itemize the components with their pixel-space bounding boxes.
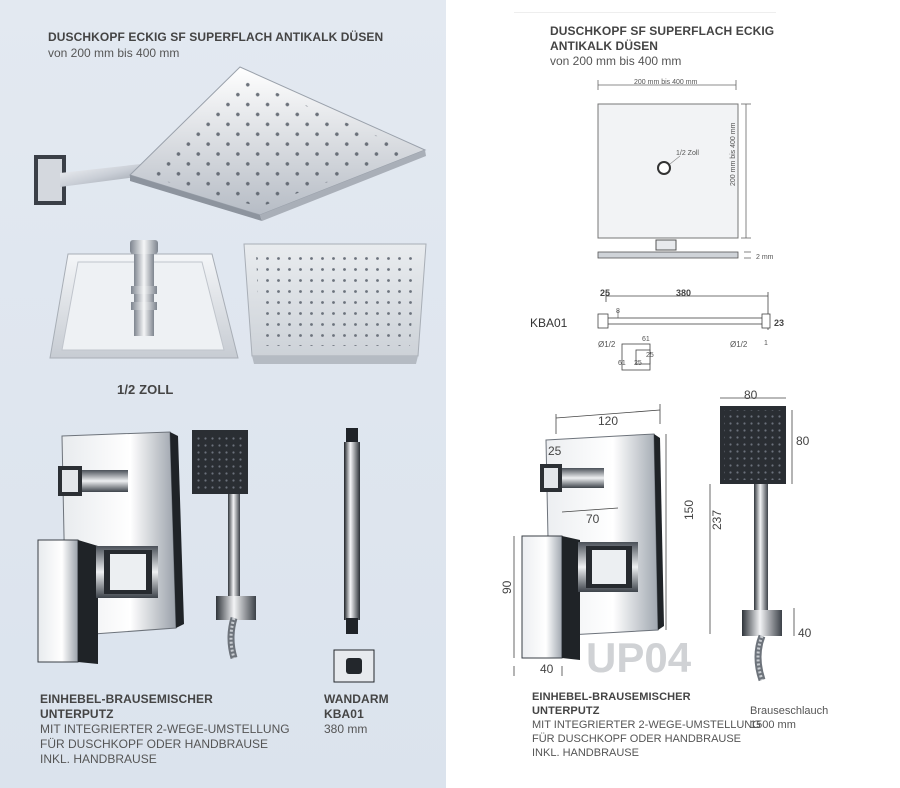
right-title: DUSCHKOPF SF SUPERFLACH ECKIG ANTIKALK D… xyxy=(550,24,774,54)
mixer-image xyxy=(37,431,184,664)
left-mixer-desc-line3: INKL. HANDBRAUSE xyxy=(40,752,157,766)
head-width-label: 200 mm bis 400 mm xyxy=(634,79,698,86)
right-mixer-desc: MIT INTEGRIERTER 2-WEGE-UMSTELLUNG FÜR D… xyxy=(532,718,761,760)
shower-head-front-image xyxy=(243,243,427,364)
kba-dim-380: 380 xyxy=(676,288,692,298)
wall-arm-title: WANDARM KBA01 xyxy=(324,692,389,722)
right-mixer-desc-line1: MIT INTEGRIERTER 2-WEGE-UMSTELLUNG xyxy=(532,719,761,731)
mixer-dimension-drawing xyxy=(513,404,667,676)
hand-shower-dimension-drawing xyxy=(709,397,795,682)
left-title: DUSCHKOPF ECKIG SF SUPERFLACH ANTIKALK D… xyxy=(48,30,384,44)
dim-80a: 80 xyxy=(744,388,758,402)
dim-80b: 80 xyxy=(796,434,810,448)
header-divider xyxy=(514,12,776,13)
wall-arm-image xyxy=(333,428,375,683)
kba-dim-23: 23 xyxy=(774,318,785,328)
head-height-label: 200 mm bis 400 mm xyxy=(730,122,737,186)
right-mixer-title-line1: EINHEBEL-BRAUSEMISCHER xyxy=(532,691,691,703)
dim-237: 237 xyxy=(710,509,724,530)
right-mixer-title: EINHEBEL-BRAUSEMISCHER UNTERPUTZ xyxy=(532,690,691,718)
left-mixer-title-line2: UNTERPUTZ xyxy=(40,707,114,721)
wall-arm-title-line2: KBA01 xyxy=(324,707,364,721)
right-spec-panel: DUSCHKOPF SF SUPERFLACH ECKIG ANTIKALK D… xyxy=(446,0,900,788)
kba-label: KBA01 xyxy=(530,316,568,330)
right-mixer-desc-line2: FÜR DUSCHKOPF ODER HANDBRAUSE xyxy=(532,733,742,745)
zoll-label: 1/2 ZOLL xyxy=(117,382,174,397)
right-mixer-desc-line3: INKL. HANDBRAUSE xyxy=(532,747,639,759)
dim-90: 90 xyxy=(500,580,514,594)
wall-arm-title-line1: WANDARM xyxy=(324,692,389,706)
wall-arm-length: 380 mm xyxy=(324,722,368,736)
kba-dim-61a: 61 xyxy=(642,336,650,343)
dim-40b: 40 xyxy=(798,626,812,640)
left-subtitle: von 200 mm bis 400 mm xyxy=(48,46,180,60)
kba-dim-25b: 25 xyxy=(646,352,654,359)
head-thickness-label: 2 mm xyxy=(756,254,774,261)
kba-dim-d12b: Ø1/2 xyxy=(730,340,748,349)
kba-dim-1: 1 xyxy=(764,340,768,347)
head-zoll-label: 1/2 Zoll xyxy=(676,150,699,157)
kba-dim-8: 8 xyxy=(616,308,620,315)
left-mixer-title-line1: EINHEBEL-BRAUSEMISCHER xyxy=(40,692,213,706)
kba-dim-61b: 61 xyxy=(618,360,626,367)
shower-head-back-image xyxy=(49,240,239,359)
wall-arm-dimension-drawing xyxy=(597,292,771,371)
hose-label-line1: Brauseschlauch xyxy=(750,705,829,717)
left-product-panel: DUSCHKOPF ECKIG SF SUPERFLACH ANTIKALK D… xyxy=(0,0,446,788)
hose-label: Brauseschlauch 1500 mm xyxy=(750,704,828,732)
dim-70: 70 xyxy=(586,512,600,526)
kba-dim-25c: 25 xyxy=(634,360,642,367)
right-subtitle: von 200 mm bis 400 mm xyxy=(550,54,682,68)
right-title-line2: ANTIKALK DÜSEN xyxy=(550,39,659,53)
dim-40a: 40 xyxy=(540,662,554,676)
left-mixer-title: EINHEBEL-BRAUSEMISCHER UNTERPUTZ xyxy=(40,692,213,722)
left-mixer-desc: MIT INTEGRIERTER 2-WEGE-UMSTELLUNG FÜR D… xyxy=(40,722,290,767)
hose-label-line2: 1500 mm xyxy=(750,719,796,731)
dim-150: 150 xyxy=(682,499,696,520)
right-mixer-title-line2: UNTERPUTZ xyxy=(532,705,600,717)
model-label: UP04 xyxy=(586,634,692,681)
dim-120: 120 xyxy=(598,414,619,428)
left-mixer-desc-line2: FÜR DUSCHKOPF ODER HANDBRAUSE xyxy=(40,737,269,751)
head-dimension-drawing xyxy=(597,80,751,259)
hand-shower-image xyxy=(192,430,256,660)
right-title-line1: DUSCHKOPF SF SUPERFLACH ECKIG xyxy=(550,24,775,38)
kba-dim-25: 25 xyxy=(600,288,611,298)
kba-dim-d12a: Ø1/2 xyxy=(598,340,616,349)
shower-head-image xyxy=(34,66,427,221)
dim-25: 25 xyxy=(548,444,562,458)
left-mixer-desc-line1: MIT INTEGRIERTER 2-WEGE-UMSTELLUNG xyxy=(40,722,290,736)
